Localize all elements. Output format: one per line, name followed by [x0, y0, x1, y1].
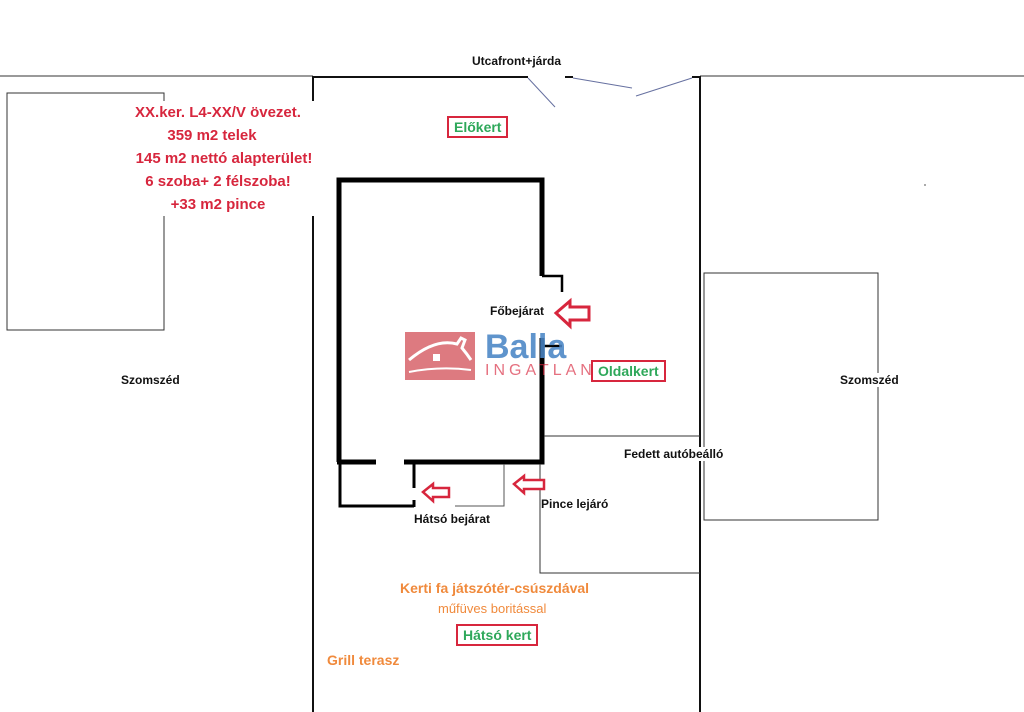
info-line: +33 m2 pince — [170, 196, 266, 213]
back-garden-label: Hátsó kert — [456, 624, 539, 646]
playground-sub-label: műfüves boritással — [438, 601, 547, 616]
front-garden-label: Előkert — [447, 116, 509, 138]
neighbor-right-label: Szomszéd — [838, 373, 901, 387]
cellar-arrow-icon — [512, 473, 546, 496]
neighbor-building-right — [703, 272, 879, 521]
gate-leaf-left — [527, 77, 556, 108]
back-entrance-label: Hátsó bejárat — [414, 512, 491, 526]
gate-leaf-middle — [572, 77, 633, 89]
side-garden-label: Oldalkert — [591, 360, 666, 382]
logo-sub: INGATLAN — [485, 362, 596, 379]
info-line: XX.ker. L4-XX/V övezet. — [135, 104, 301, 121]
cellar-label: Pince lejáró — [541, 497, 609, 511]
back-entrance-arrow-icon — [421, 481, 451, 504]
main-entrance-label: Főbejárat — [490, 304, 545, 318]
property-info: XX.ker. L4-XX/V övezet. 359 m2 telek 145… — [108, 101, 328, 216]
annex-wall — [338, 462, 414, 508]
balla-logo: Balla INGATLAN — [405, 328, 592, 380]
house-wall-main — [336, 177, 545, 462]
street-label: Utcafront+járda — [472, 54, 562, 68]
logo-brand: Balla — [485, 328, 567, 366]
neighbor-left-label: Szomszéd — [121, 373, 180, 387]
gate-leaf-right — [635, 77, 693, 97]
house-wall-right-bottom — [404, 338, 545, 465]
info-line: 6 szoba+ 2 félszoba! — [145, 173, 291, 190]
door-stub-top — [542, 274, 564, 292]
main-entrance-arrow-icon — [553, 297, 591, 330]
info-line: 145 m2 nettó alapterület! — [135, 150, 313, 167]
house-icon — [405, 332, 475, 380]
plot-boundary-front-left — [312, 76, 528, 712]
grill-label: Grill terasz — [327, 652, 400, 668]
info-line: 359 m2 telek — [167, 127, 257, 144]
cellar-stairs — [455, 464, 505, 507]
carport-outline — [539, 464, 700, 574]
playground-label: Kerti fa játszótér-csúszdával — [400, 580, 590, 596]
plot-boundary-right — [692, 76, 701, 712]
carport-label: Fedett autóbeálló — [622, 447, 726, 461]
